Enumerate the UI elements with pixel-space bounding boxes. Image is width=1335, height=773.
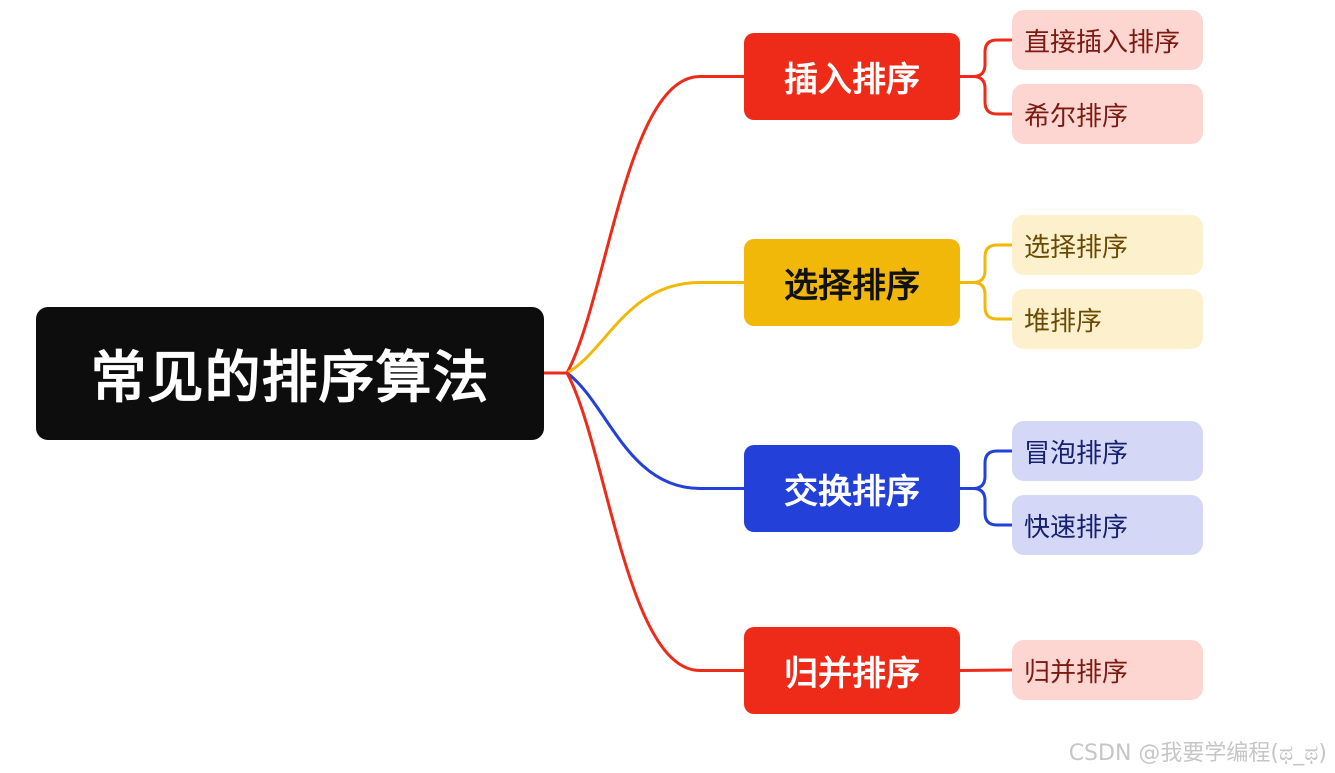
- leaf-label: 堆排序: [1024, 306, 1103, 337]
- branch-label: 插入排序: [784, 60, 920, 100]
- root-to-branch-connector: [565, 75, 746, 375]
- leaf-label: 快速排序: [1024, 512, 1129, 543]
- leaf-label: 归并排序: [1024, 657, 1129, 688]
- branch-to-leaf-connector: [958, 38, 1014, 78]
- branch-to-leaf-connector: [958, 243, 1014, 284]
- leaf-node-straight-insertion-sort[interactable]: 直接插入排序: [1012, 10, 1203, 70]
- branch-to-leaf-connector: [958, 668, 1014, 672]
- branch-to-leaf-connector: [958, 75, 1014, 116]
- branch-to-leaf-connector: [958, 487, 1014, 527]
- leaf-label: 冒泡排序: [1024, 438, 1129, 469]
- leaf-node-selection-sort[interactable]: 选择排序: [1012, 215, 1203, 275]
- branch-node-merge-sort[interactable]: 归并排序: [744, 627, 960, 714]
- branch-node-selection-sort[interactable]: 选择排序: [744, 239, 960, 326]
- branch-label: 交换排序: [784, 472, 920, 512]
- root-node[interactable]: 常见的排序算法: [36, 307, 544, 440]
- leaf-label: 直接插入排序: [1024, 27, 1181, 58]
- branch-node-insertion-sort[interactable]: 插入排序: [744, 33, 960, 120]
- leaf-node-quick-sort[interactable]: 快速排序: [1012, 495, 1203, 555]
- root-to-branch-connector: [565, 371, 746, 490]
- branch-label: 选择排序: [784, 266, 920, 306]
- root-label: 常见的排序算法: [90, 346, 490, 411]
- leaf-label: 希尔排序: [1024, 101, 1129, 132]
- leaf-node-shell-sort[interactable]: 希尔排序: [1012, 84, 1203, 144]
- root-to-branch-connector: [565, 281, 746, 375]
- root-to-branch-connector: [565, 371, 746, 672]
- leaf-node-bubble-sort[interactable]: 冒泡排序: [1012, 421, 1203, 481]
- branch-node-exchange-sort[interactable]: 交换排序: [744, 445, 960, 532]
- watermark: CSDN @我要学编程(ಥ_ಥ): [1068, 741, 1327, 766]
- branch-label: 归并排序: [784, 654, 920, 694]
- leaf-label: 选择排序: [1024, 232, 1129, 263]
- branch-to-leaf-connector: [958, 281, 1014, 321]
- leaf-node-merge-sort[interactable]: 归并排序: [1012, 640, 1203, 700]
- leaf-node-heap-sort[interactable]: 堆排序: [1012, 289, 1203, 349]
- branch-to-leaf-connector: [958, 449, 1014, 490]
